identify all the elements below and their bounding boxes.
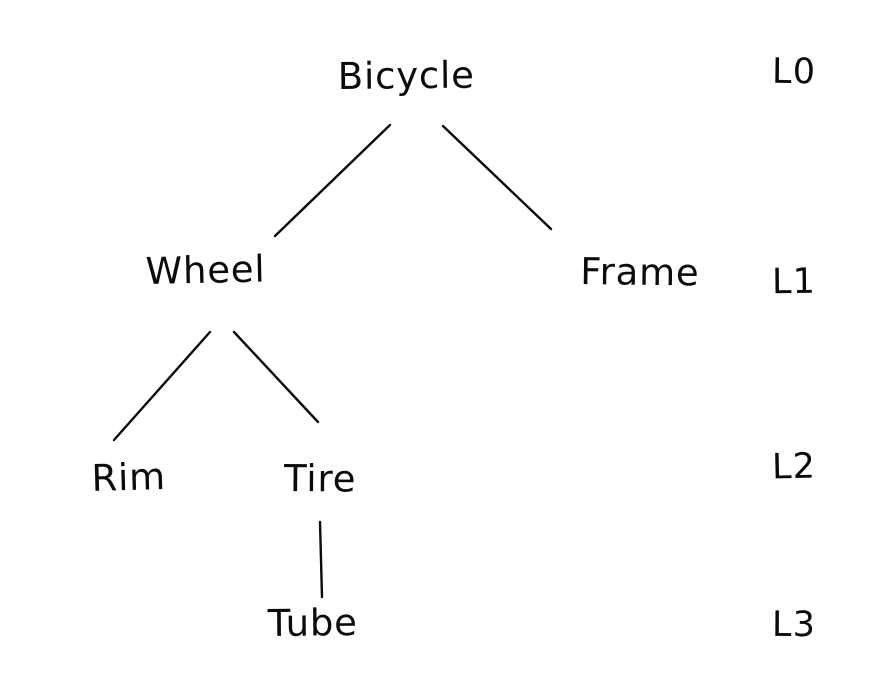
level-label-l0: L0 xyxy=(771,51,817,93)
node-tube[interactable]: Tube xyxy=(267,601,358,645)
node-frame[interactable]: Frame xyxy=(579,250,700,295)
edge-bicycle-wheel xyxy=(273,123,392,238)
level-label-l1: L1 xyxy=(771,261,817,303)
edge-bicycle-frame xyxy=(441,124,553,231)
node-wheel[interactable]: Wheel xyxy=(145,247,266,293)
node-tire[interactable]: Tire xyxy=(283,457,357,501)
edge-wheel-rim xyxy=(112,330,212,442)
node-rim[interactable]: Rim xyxy=(90,454,167,500)
level-label-l3: L3 xyxy=(771,604,817,646)
edge-tire-tube xyxy=(318,520,324,599)
level-label-l2: L2 xyxy=(771,446,817,488)
edge-wheel-tire xyxy=(232,330,320,424)
node-bicycle[interactable]: Bicycle xyxy=(337,53,475,98)
